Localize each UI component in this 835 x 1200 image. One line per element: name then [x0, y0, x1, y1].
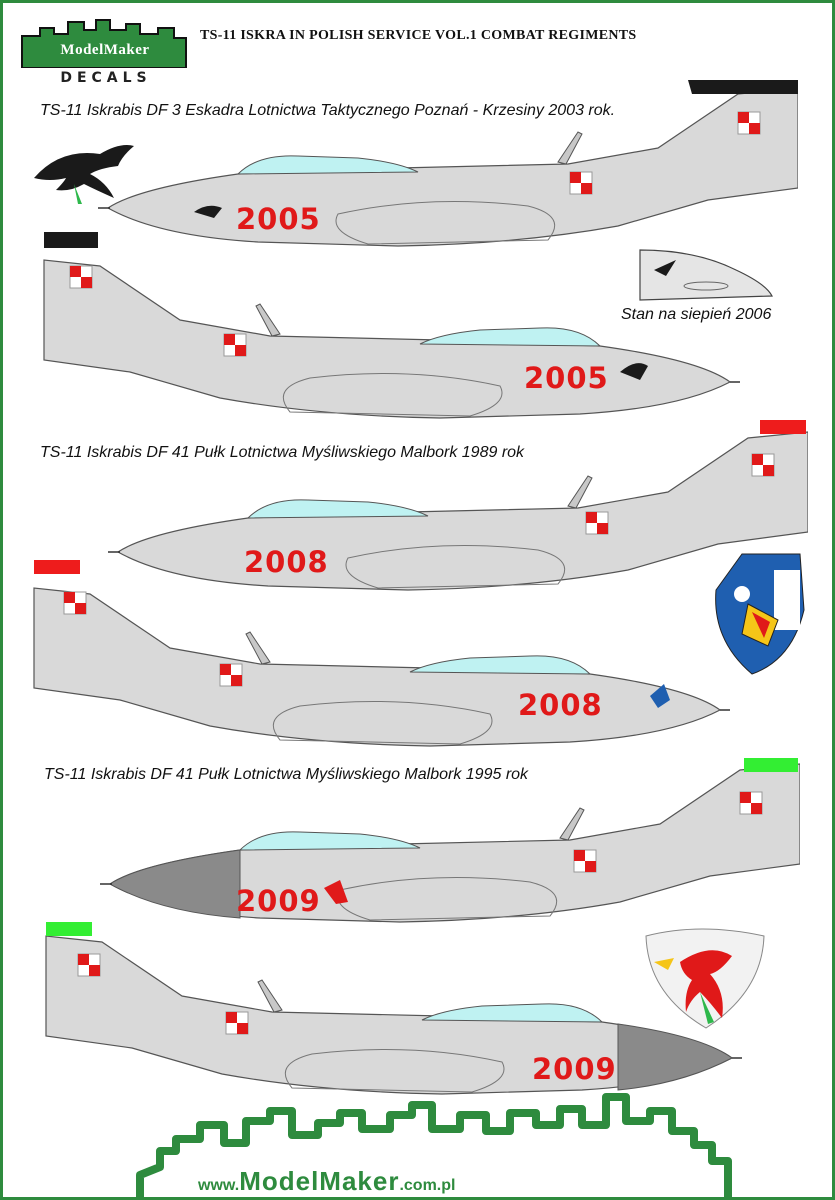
footer-url-suffix: .com.pl: [399, 1177, 456, 1194]
section-title-1: TS-11 Iskrabis DF 3 Eskadra Lotnictwa Ta…: [40, 102, 616, 119]
serial-number-2b: 2008: [518, 688, 603, 722]
footer-url-main: ModelMaker: [239, 1166, 400, 1196]
regiment-emblem-dragon: [640, 922, 770, 1037]
aircraft-profile-1a: [98, 76, 798, 266]
footer-url-prefix: www.: [198, 1177, 240, 1194]
logo-decals-label: DECALS: [60, 70, 152, 86]
serial-number-1b: 2005: [524, 361, 609, 395]
footer-city-skyline: [136, 1093, 732, 1200]
serial-number-3a: 2009: [236, 884, 321, 918]
aircraft-profile-3b: [42, 908, 742, 1098]
regiment-emblem-shield: [712, 550, 808, 685]
section-title-2: TS-11 Iskrabis DF 41 Pułk Lotnictwa Myśl…: [40, 444, 525, 461]
squadron-emblem-eagle: [30, 138, 140, 213]
serial-number-3b: 2009: [532, 1052, 617, 1086]
serial-number-1a: 2005: [236, 202, 321, 236]
aircraft-profile-2b: [30, 560, 730, 750]
aircraft-profile-2a: [108, 420, 808, 610]
aircraft-profile-1b: [40, 232, 740, 422]
inset-caption: Stan na siepień 2006: [621, 306, 772, 323]
logo-city-badge: [21, 19, 187, 68]
footer-website[interactable]: www.ModelMaker.com.pl: [198, 1166, 455, 1197]
page-title: TS-11 ISKRA IN POLISH SERVICE VOL.1 COMB…: [200, 28, 637, 43]
brand-logo: ModelMaker DECALS: [18, 16, 190, 86]
nose-detail-inset: [636, 240, 776, 315]
serial-number-2a: 2008: [244, 545, 329, 579]
logo-wordmark: ModelMaker: [60, 42, 150, 58]
section-title-3: TS-11 Iskrabis DF 41 Pułk Lotnictwa Myśl…: [44, 766, 529, 783]
aircraft-profile-3a: [100, 752, 800, 942]
